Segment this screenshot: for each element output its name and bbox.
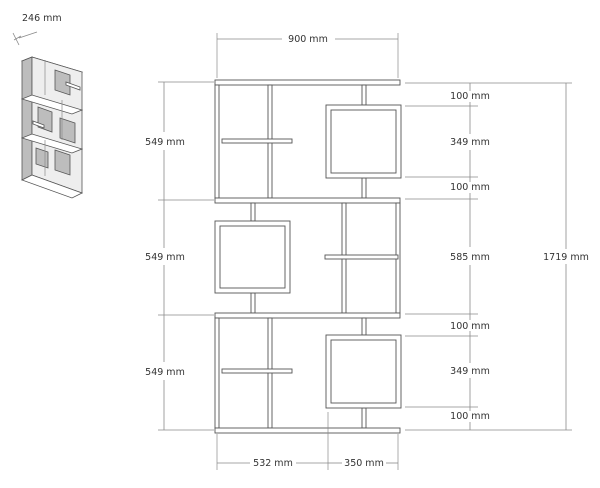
right-dim-7: 100 mm xyxy=(450,411,490,422)
right-dim-6: 349 mm xyxy=(450,366,490,377)
section-3-height: 549 mm xyxy=(145,367,185,378)
left-panel-1 xyxy=(214,84,220,199)
left-panel-3 xyxy=(214,317,220,429)
right-inner-dimensions: 100 mm 349 mm 100 mm 585 mm 100 mm 349 m… xyxy=(405,82,572,431)
right-dim-4: 585 mm xyxy=(450,252,490,263)
top-board xyxy=(214,79,401,86)
box-2-inner xyxy=(219,225,286,289)
isometric-thumbnail: 246 mm xyxy=(12,13,84,199)
box-support-3b xyxy=(361,407,367,429)
left-height-dimensions: 549 mm 549 mm 549 mm xyxy=(145,81,214,431)
bottom-dim-right: 350 mm xyxy=(344,458,384,469)
box-support-1b xyxy=(361,177,367,199)
small-shelf-3 xyxy=(221,368,293,374)
box-support-1a xyxy=(361,84,367,106)
box-support-3a xyxy=(361,317,367,336)
width-label: 900 mm xyxy=(288,34,328,45)
section-1-height: 549 mm xyxy=(145,137,185,148)
small-shelf-1 xyxy=(221,138,293,144)
box-support-2b xyxy=(250,292,256,314)
depth-label: 246 mm xyxy=(22,13,62,24)
right-dim-5: 100 mm xyxy=(450,321,490,332)
board-1 xyxy=(214,197,401,204)
bottom-dimensions: 532 mm 350 mm xyxy=(216,412,399,470)
depth-dimension-mark xyxy=(12,31,38,46)
front-elevation xyxy=(214,79,402,434)
box-support-2a xyxy=(250,202,256,222)
right-dim-2: 349 mm xyxy=(450,137,490,148)
small-shelf-2 xyxy=(324,254,399,260)
right-dim-1: 100 mm xyxy=(450,91,490,102)
box-3-inner xyxy=(330,339,397,404)
right-dim-3: 100 mm xyxy=(450,182,490,193)
total-height-dimension: 1719 mm xyxy=(543,83,589,430)
total-height-label: 1719 mm xyxy=(543,252,589,263)
section-2-height: 549 mm xyxy=(145,252,185,263)
width-dimension: 900 mm xyxy=(216,33,399,78)
bottom-board xyxy=(214,427,401,434)
bottom-dim-left: 532 mm xyxy=(253,458,293,469)
box-1-inner xyxy=(330,109,397,174)
board-2 xyxy=(214,312,401,319)
